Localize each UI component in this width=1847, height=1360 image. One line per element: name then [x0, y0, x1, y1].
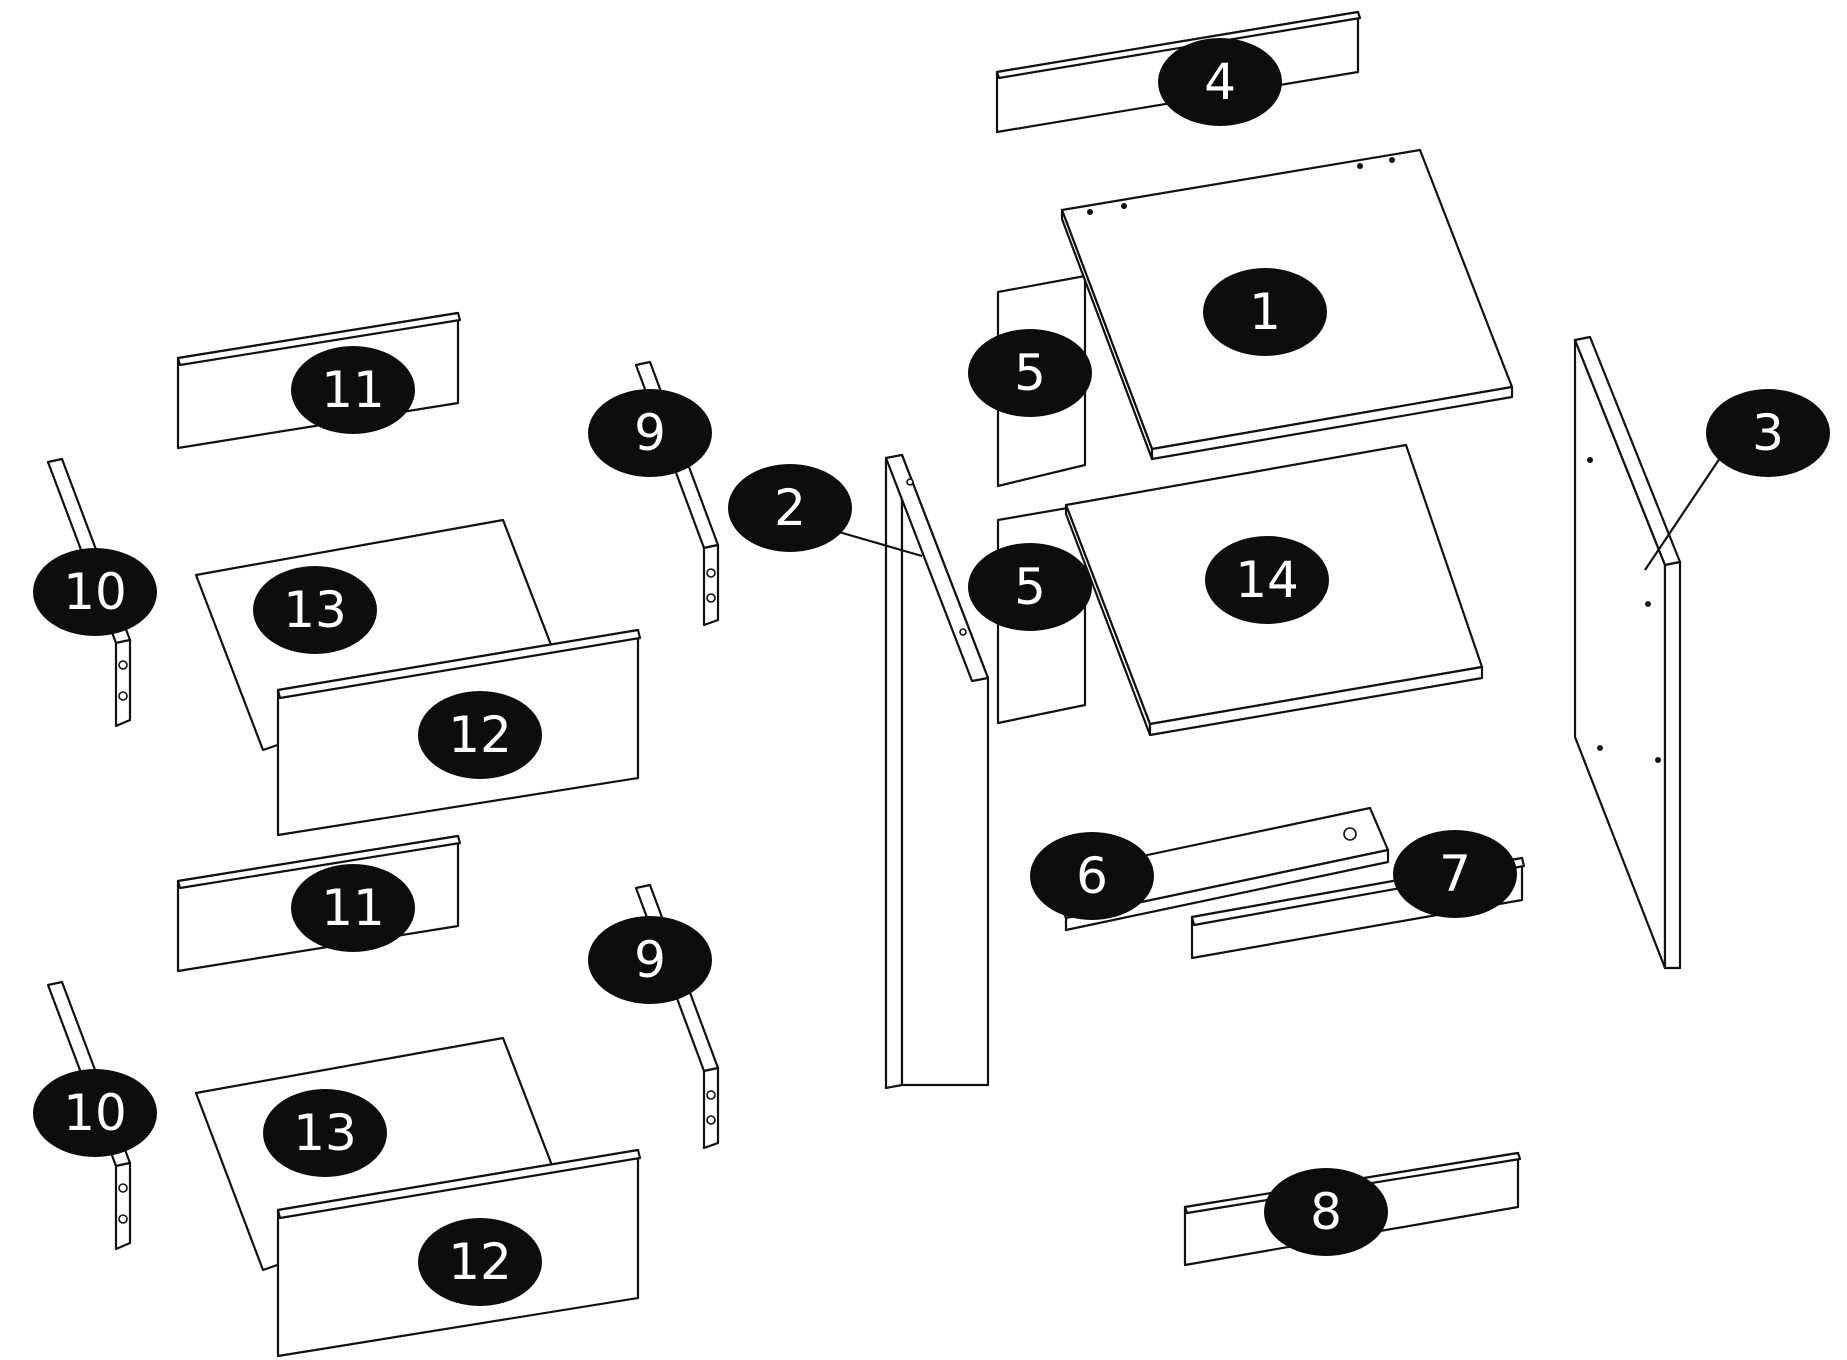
svg-text:11: 11	[321, 879, 385, 937]
leader-part-3	[1644, 457, 1721, 571]
svg-text:7: 7	[1439, 845, 1471, 903]
badge-part-5-upper: 5	[968, 329, 1092, 417]
badge-part-3: 3	[1706, 389, 1830, 477]
badge-part-13-upper: 13	[253, 566, 377, 654]
badge-part-12-lower: 12	[418, 1218, 542, 1306]
svg-text:9: 9	[634, 931, 666, 989]
leader-part-2	[831, 528, 923, 558]
svg-text:12: 12	[448, 706, 512, 764]
svg-text:12: 12	[448, 1233, 512, 1291]
svg-text:5: 5	[1014, 344, 1046, 402]
svg-text:3: 3	[1752, 404, 1784, 462]
svg-text:2: 2	[774, 479, 806, 537]
svg-text:10: 10	[63, 1084, 127, 1142]
svg-text:9: 9	[634, 404, 666, 462]
badge-part-11-upper: 11	[291, 346, 415, 434]
badge-part-1: 1	[1203, 268, 1327, 356]
svg-text:11: 11	[321, 361, 385, 419]
svg-text:1: 1	[1249, 283, 1281, 341]
badge-part-10-upper: 10	[33, 548, 157, 636]
badge-part-2: 2	[728, 464, 852, 552]
part-2-left-side-panel	[884, 453, 990, 1090]
badge-part-9-lower: 9	[588, 916, 712, 1004]
svg-text:6: 6	[1076, 847, 1108, 905]
svg-text:14: 14	[1235, 551, 1299, 609]
svg-text:8: 8	[1310, 1183, 1342, 1241]
svg-text:5: 5	[1014, 558, 1046, 616]
badge-part-13-lower: 13	[263, 1089, 387, 1177]
badge-part-8: 8	[1264, 1168, 1388, 1256]
part-3-right-side-panel	[1573, 335, 1682, 970]
badge-part-9-upper: 9	[588, 389, 712, 477]
badge-part-7: 7	[1393, 830, 1517, 918]
svg-text:13: 13	[293, 1104, 357, 1162]
svg-text:13: 13	[283, 581, 347, 639]
badge-part-4: 4	[1158, 38, 1282, 126]
badge-part-5-lower: 5	[968, 543, 1092, 631]
badge-part-10-lower: 10	[33, 1069, 157, 1157]
badge-part-11-lower: 11	[291, 864, 415, 952]
svg-text:10: 10	[63, 563, 127, 621]
badge-part-6: 6	[1030, 832, 1154, 920]
badge-part-14: 14	[1205, 536, 1329, 624]
svg-text:4: 4	[1204, 53, 1236, 111]
badge-part-12-upper: 12	[418, 691, 542, 779]
